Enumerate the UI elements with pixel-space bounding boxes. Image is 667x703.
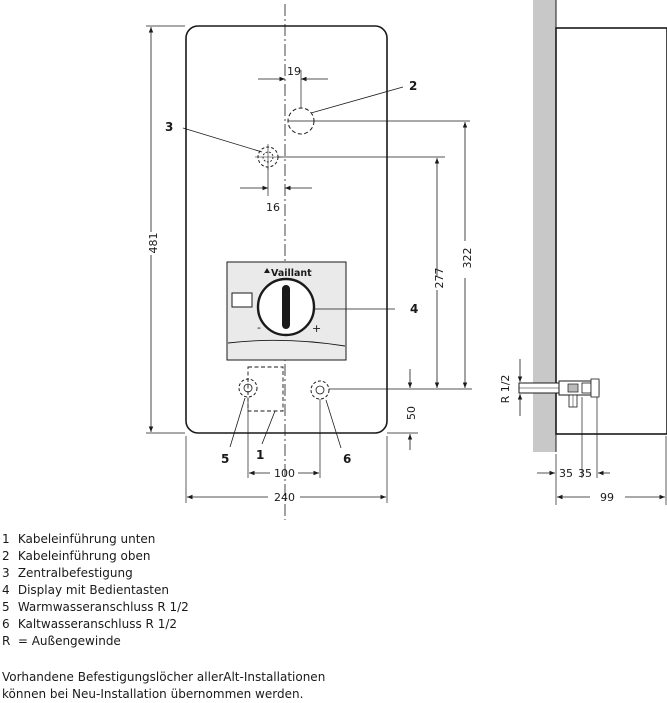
hot-water-connection <box>238 378 258 398</box>
callout-2: 2 <box>409 79 417 93</box>
knob-indicator <box>282 285 290 329</box>
svg-text:+: + <box>312 322 321 335</box>
brand-logo: Vaillant <box>264 268 312 279</box>
dim-35a-label: 35 <box>559 467 573 480</box>
display-window <box>231 292 253 308</box>
legend-item: R = Außengewinde <box>2 634 121 648</box>
dim-481-label: 481 <box>147 233 160 254</box>
legend-item: 3 Zentralbefestigung <box>2 566 133 580</box>
cable-entry-lower <box>247 366 284 412</box>
callout-6: 6 <box>343 452 351 466</box>
callout-4: 4 <box>410 302 418 316</box>
dim-99-label: 99 <box>600 491 614 504</box>
note-line-2: können bei Neu-Installation übernommen w… <box>2 687 304 701</box>
installation-note: Vorhandene Befestigungslöcher allerAlt-I… <box>2 669 325 703</box>
cold-water-connection <box>310 380 330 400</box>
legend: 1 Kabeleinführung unten 2 Kabeleinführun… <box>2 531 189 650</box>
svg-text:-: - <box>257 321 261 334</box>
dim-50-label: 50 <box>405 406 418 420</box>
dim-277-label: 277 <box>433 268 446 289</box>
dim-16-label: 16 <box>266 201 280 214</box>
technical-drawing: - + Vaillant <box>146 0 667 520</box>
legend-item: 1 Kabeleinführung unten <box>2 532 156 546</box>
dim-322-label: 322 <box>461 248 474 269</box>
legend-item: 2 Kabeleinführung oben <box>2 549 151 563</box>
side-view <box>517 0 667 505</box>
dim-240-label: 240 <box>274 491 295 504</box>
device-housing <box>185 25 388 434</box>
legend-item: 4 Display mit Bedientasten <box>2 583 169 597</box>
device-side <box>555 27 667 435</box>
brand-logo-text: Vaillant <box>271 268 312 279</box>
legend-item: 6 Kaltwasseranschluss R 1/2 <box>2 617 178 631</box>
callout-1: 1 <box>256 448 264 462</box>
dim-100-label: 100 <box>274 467 295 480</box>
dim-19-label: 19 <box>287 65 301 78</box>
callout-5: 5 <box>221 452 229 466</box>
front-view: - + Vaillant <box>146 4 472 520</box>
wall <box>533 0 556 452</box>
callout-3: 3 <box>165 120 173 134</box>
legend-item: 5 Warmwasseranschluss R 1/2 <box>2 600 189 614</box>
dim-r12-label: R 1/2 <box>499 375 512 404</box>
dim-35b-label: 35 <box>578 467 592 480</box>
note-line-1: Vorhandene Befestigungslöcher allerAlt-I… <box>2 670 326 684</box>
